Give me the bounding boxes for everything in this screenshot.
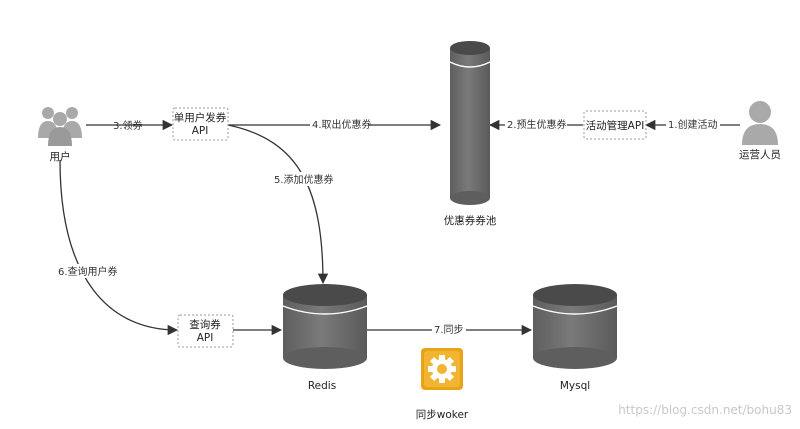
- person-icon: [742, 101, 778, 145]
- coupon-pool-cylinder: [449, 41, 491, 205]
- query-api-label-line1: 查询券: [189, 318, 221, 331]
- edge-add-coupon: [227, 124, 329, 285]
- redis-label: Redis: [308, 380, 336, 392]
- mysql-label: Mysql: [560, 380, 590, 392]
- issue-api-box: [172, 107, 229, 141]
- edge-label-add-coupon: 5.添加优惠券: [274, 173, 334, 186]
- watermark: https://blog.csdn.net/bohu83: [618, 403, 792, 417]
- operator-label: 运营人员: [739, 148, 781, 161]
- query-api-label-line2: API: [197, 332, 214, 344]
- edge-query-user-coupon: [59, 159, 179, 336]
- sync-worker-label: 同步woker: [416, 409, 469, 421]
- edge-label-pregen-coupon: 2.预生优惠券: [507, 118, 567, 131]
- activity-api-box: [583, 110, 647, 140]
- activity-api-label: 活动管理API: [586, 119, 645, 132]
- users-icon: [38, 107, 82, 146]
- mysql-cylinder: [532, 284, 618, 369]
- user-label: 用户: [50, 150, 71, 163]
- edge-label-create-activity: 1.创建活动: [668, 118, 718, 131]
- query-api-box: [177, 314, 234, 348]
- issue-api-label-line2: API: [192, 125, 209, 137]
- edge-label-sync: 7.同步: [434, 324, 464, 336]
- edge-label-claim-coupon: 3.领券: [113, 119, 143, 132]
- coupon-pool-label: 优惠券券池: [444, 214, 497, 227]
- edge-label-take-coupon: 4.取出优惠券: [312, 118, 372, 131]
- gear-icon: [421, 348, 463, 390]
- edge-label-query-user-coupon: 6.查询用户券: [58, 265, 118, 278]
- redis-cylinder: [282, 284, 368, 369]
- issue-api-label-line1: 单用户发券: [174, 111, 227, 124]
